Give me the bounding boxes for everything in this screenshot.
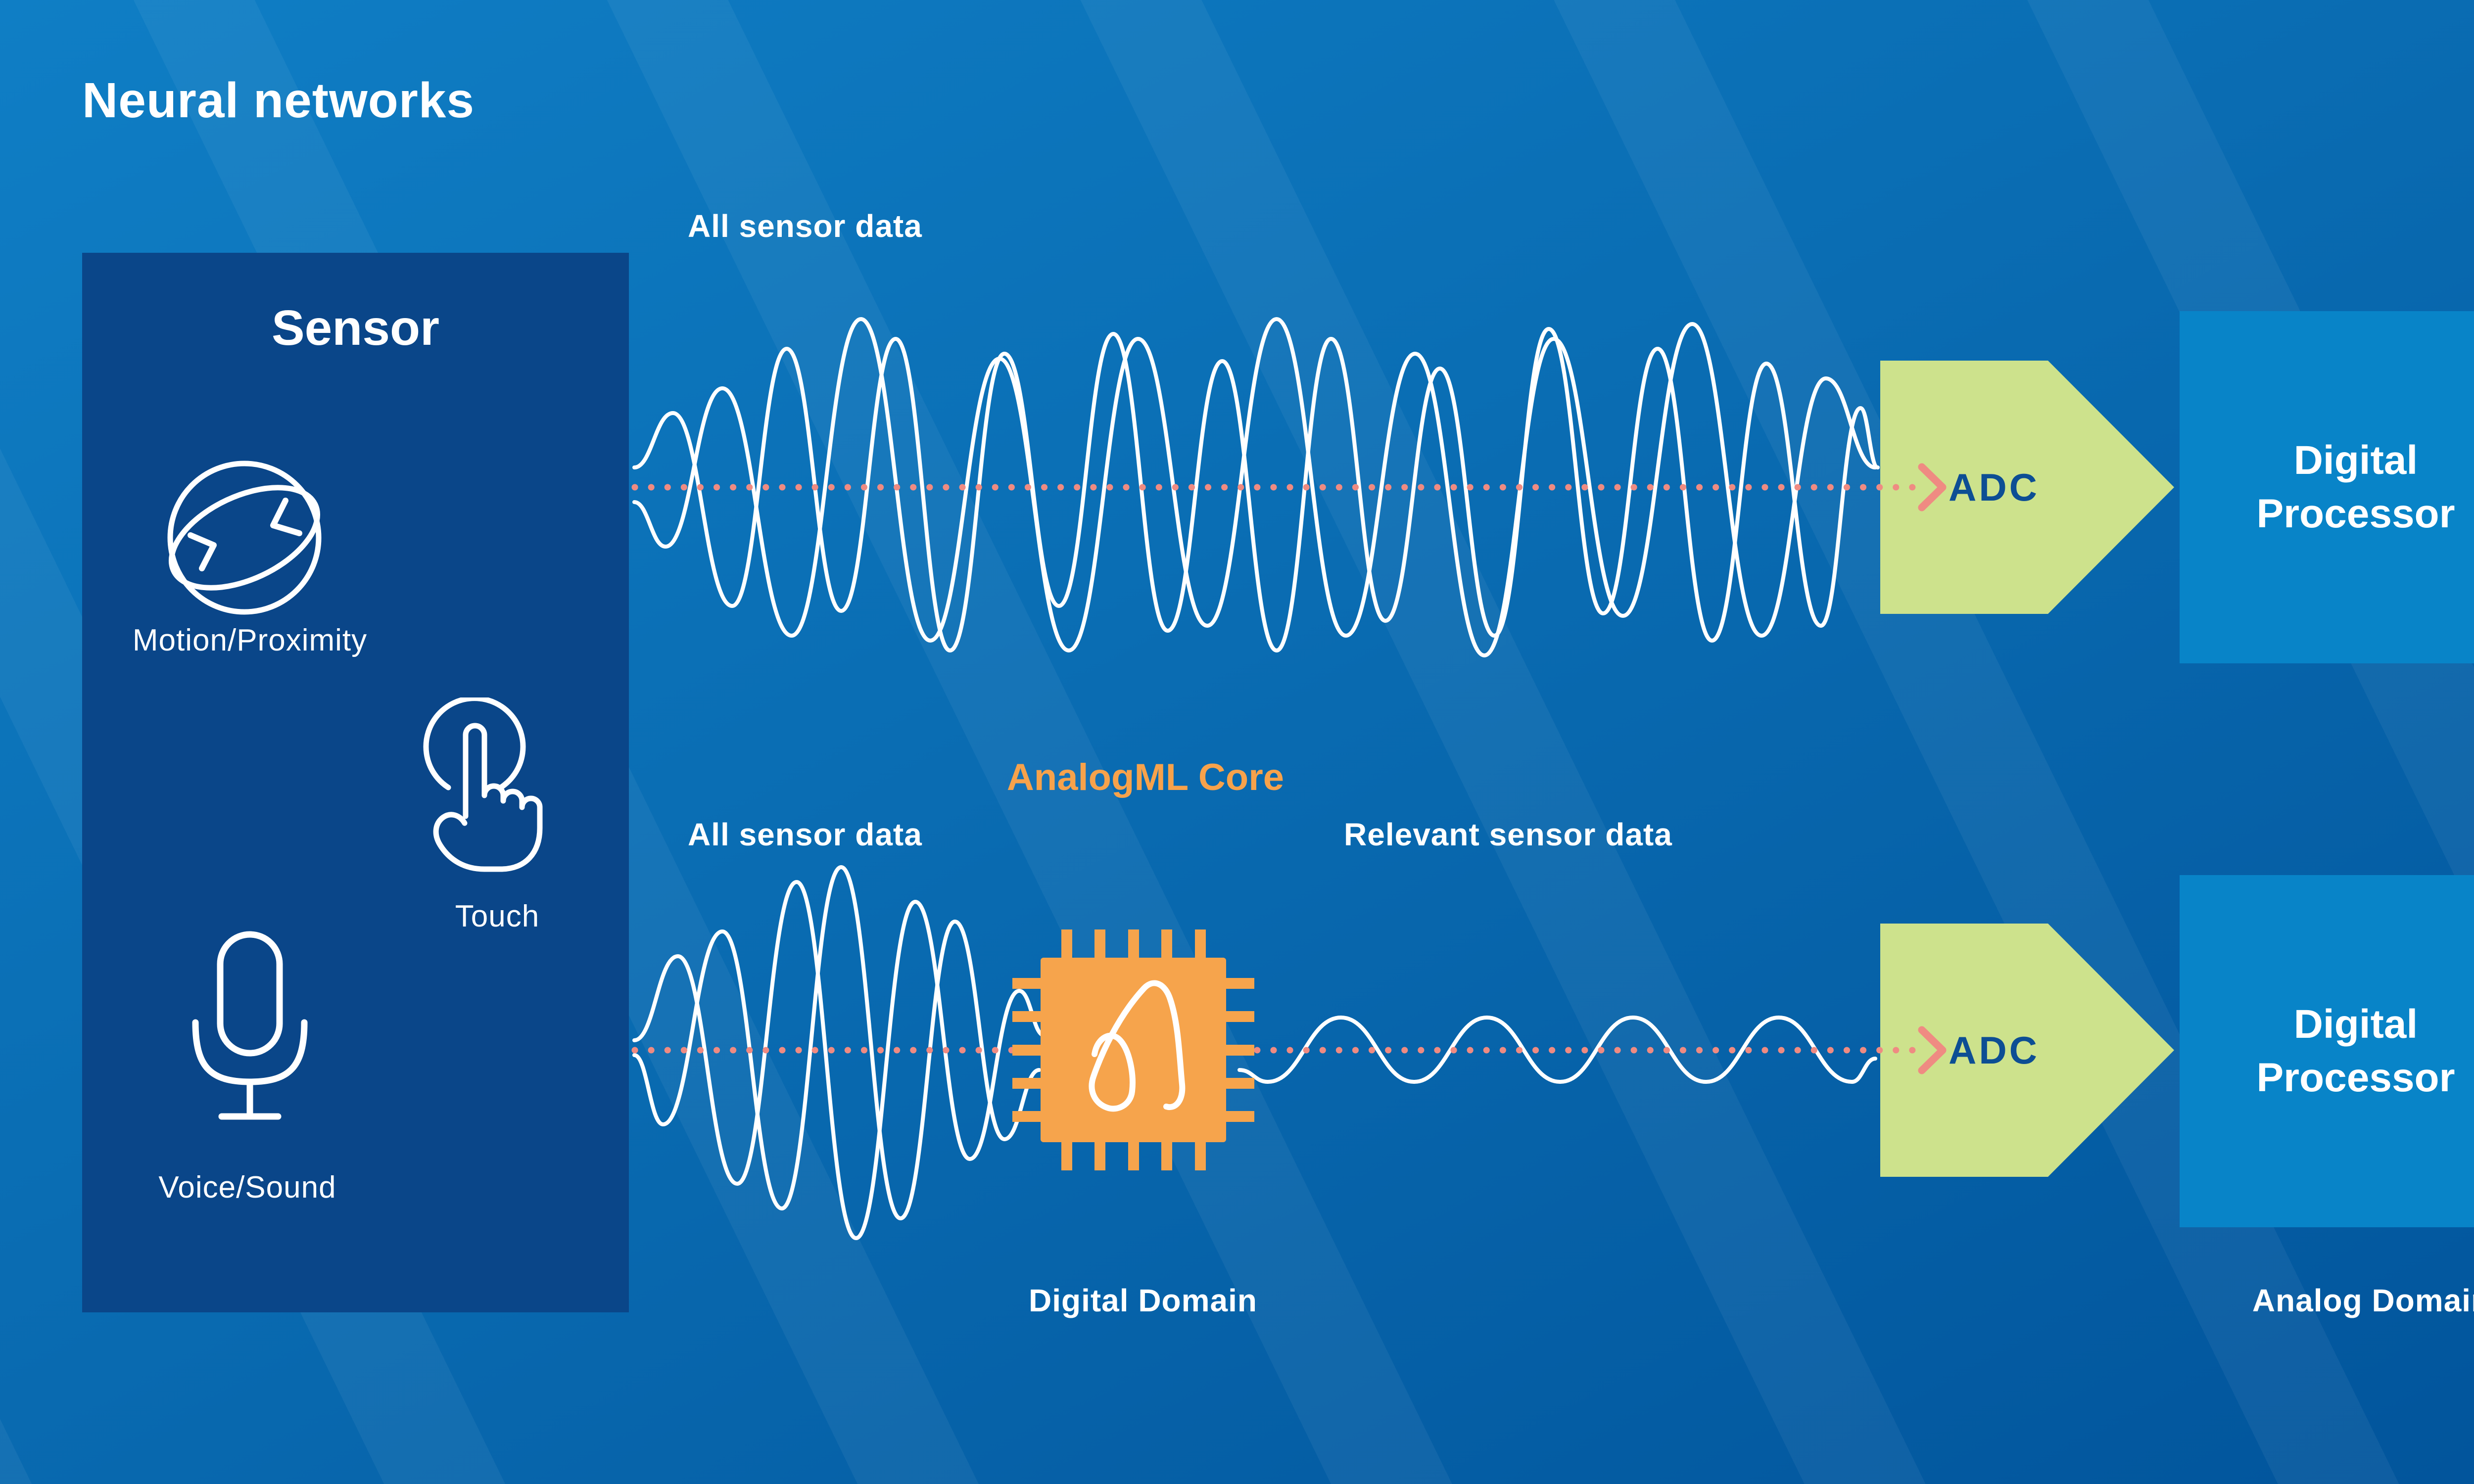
processor-label-bottom: Digital Processor — [2256, 1001, 2455, 1100]
chip-logo-icon — [1089, 980, 1186, 1112]
top-arrowhead-icon — [1918, 463, 1947, 511]
microphone-icon — [192, 931, 308, 1120]
sensor-panel: Sensor Motion/Proximity Touch Voice/Soun… — [82, 253, 629, 1312]
bottom-left-wave-b — [632, 880, 1046, 1241]
adc-label-top: ADC — [1949, 465, 2040, 509]
analogml-chip-icon — [1012, 929, 1254, 1170]
processor-label-top: Digital Processor — [2256, 437, 2455, 536]
digital-domain-label: Digital Domain — [1028, 1283, 1258, 1318]
processor-box-bottom: Digital Processor — [2180, 875, 2474, 1227]
sensor-panel-title: Sensor — [271, 300, 439, 356]
adc-label-bottom: ADC — [1949, 1028, 2040, 1072]
touch-icon — [423, 697, 543, 872]
page-title: Neural networks — [82, 73, 475, 128]
bottom-right-wave — [1237, 1015, 1877, 1084]
relevant-output-label: Relevant sensor data — [1344, 817, 1672, 852]
bottom-arrowhead-icon — [1918, 1026, 1947, 1074]
bottom-left-wave-a — [632, 865, 1041, 1221]
top-input-wave-label: All sensor data — [688, 208, 922, 244]
adc-arrow-top — [1880, 361, 2174, 614]
motion-proximity-icon — [167, 461, 322, 615]
top-wave-b — [632, 326, 1880, 653]
motion-proximity-label: Motion/Proximity — [132, 623, 368, 657]
adc-arrow-bottom — [1880, 924, 2174, 1177]
voice-sound-label: Voice/Sound — [158, 1170, 336, 1205]
bottom-input-wave-label: All sensor data — [688, 817, 922, 852]
processor-box-top: Digital Processor — [2180, 311, 2474, 663]
touch-label: Touch — [455, 899, 540, 933]
analogml-core-label: AnalogML Core — [1006, 756, 1285, 798]
analog-domain-label: Analog Domain — [2252, 1283, 2474, 1318]
top-wave-a — [632, 317, 1877, 658]
